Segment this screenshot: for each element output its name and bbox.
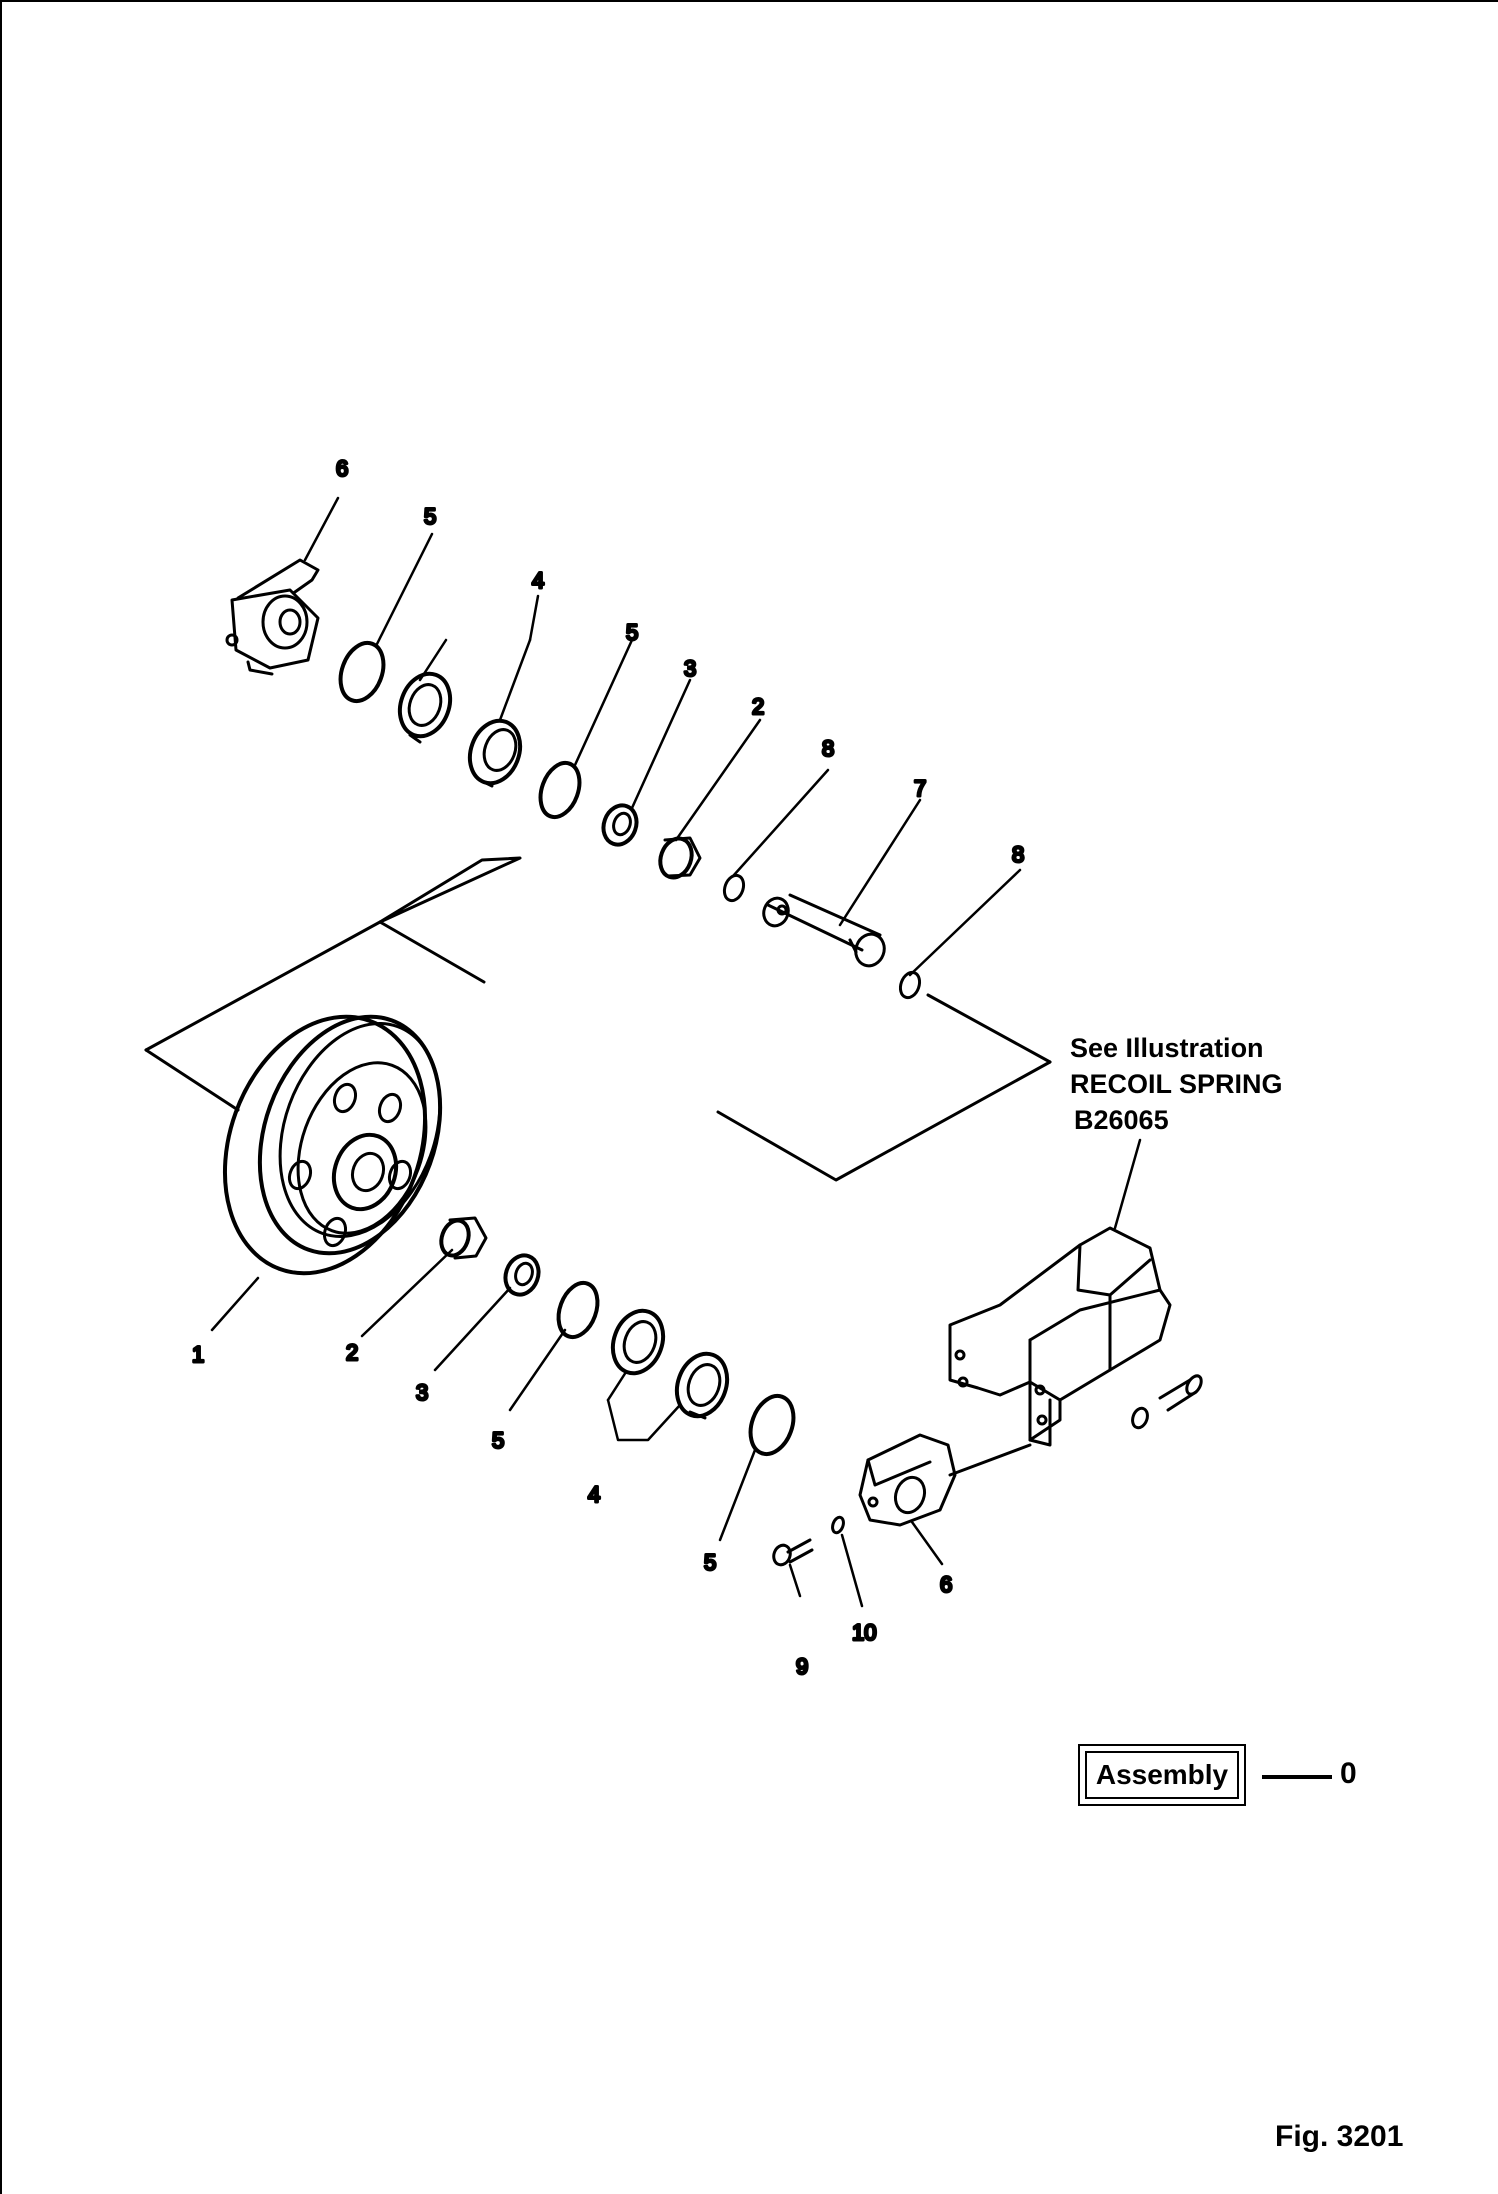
part-5-o-ring-upper-2 — [538, 760, 582, 820]
part-6-lower-bracket — [858, 1433, 1032, 1527]
callout-1: 1 — [192, 1342, 204, 1367]
callout-5-upper-2: 5 — [626, 620, 638, 645]
callout-5-lower-1: 5 — [492, 1428, 504, 1453]
recoil-spring-yoke — [948, 1226, 1172, 1447]
part-5-o-ring-upper-1 — [338, 640, 386, 704]
callout-9: 9 — [796, 1654, 808, 1679]
assembly-number: 0 — [1340, 1757, 1357, 1790]
callout-6-upper: 6 — [336, 456, 348, 481]
callout-3-upper: 3 — [684, 656, 696, 681]
part-9-bolt — [772, 1538, 814, 1567]
callout-8-lower: 8 — [1012, 842, 1024, 867]
callout-2-upper: 2 — [752, 694, 764, 719]
callout-2-lower: 2 — [346, 1340, 358, 1365]
part-2-bushing-lower — [439, 1216, 488, 1260]
recoil-spring-reference: See Illustration RECOIL SPRING B26065 — [1070, 1030, 1283, 1138]
callout-7: 7 — [914, 776, 926, 801]
part-7-shaft — [762, 893, 886, 968]
part-3-thrust-ring-upper — [601, 803, 639, 847]
callout-3-lower: 3 — [416, 1380, 428, 1405]
reference-line-1: See Illustration — [1070, 1033, 1264, 1063]
callout-6-lower: 6 — [940, 1572, 952, 1597]
group-bracket-lines — [144, 856, 1052, 1182]
leader-lines — [210, 496, 1142, 1608]
part-5-o-ring-lower-2 — [748, 1393, 796, 1457]
part-8-ring-upper — [722, 873, 746, 903]
part-5-o-ring-lower-1 — [556, 1280, 600, 1340]
part-4-floating-seal-lower — [610, 1308, 730, 1420]
part-10-washer — [831, 1515, 845, 1535]
part-4-floating-seal-upper — [397, 671, 523, 788]
part-1-idler-wheel — [222, 1014, 443, 1276]
part-6-upper-bracket — [225, 558, 320, 676]
assembly-label: Assembly — [1085, 1751, 1239, 1799]
callout-5-upper-1: 5 — [424, 504, 436, 529]
part-2-bushing-upper — [658, 836, 702, 880]
assembly-connector — [1262, 1775, 1332, 1779]
bolt-washer-right — [1131, 1374, 1203, 1430]
reference-line-2: RECOIL SPRING — [1070, 1069, 1283, 1099]
callout-4-upper: 4 — [532, 568, 544, 593]
callout-5-lower-2: 5 — [704, 1550, 716, 1575]
figure-label: Fig. 3201 — [1275, 2120, 1404, 2153]
assembly-box: Assembly — [1078, 1744, 1246, 1806]
callout-10: 10 — [852, 1620, 876, 1645]
reference-line-3: B26065 — [1074, 1105, 1169, 1135]
part-8-ring-lower — [898, 970, 922, 1000]
callout-8-upper: 8 — [822, 736, 834, 761]
callout-4-lower: 4 — [588, 1482, 600, 1507]
part-3-thrust-ring-lower — [503, 1253, 541, 1297]
